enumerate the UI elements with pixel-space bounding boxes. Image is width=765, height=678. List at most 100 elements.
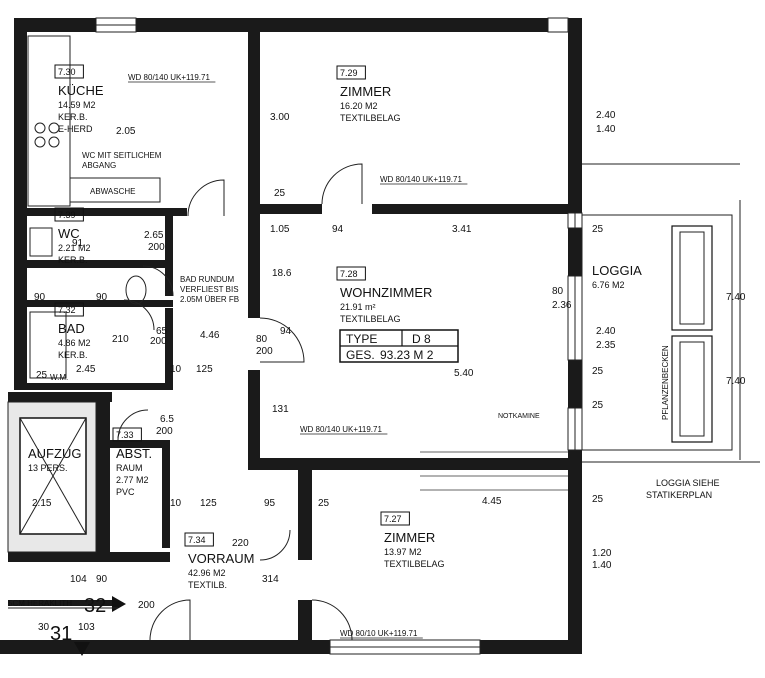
room-number-box [380, 511, 410, 526]
room-detail: RAUM [116, 463, 143, 473]
dimension-label: 18.6 [272, 268, 292, 279]
dimension-label: 200 [150, 336, 167, 347]
ges-value: 93.23 M 2 [380, 348, 434, 362]
dimension-label: 10 [170, 364, 182, 375]
room-detail: 14.59 M2 [58, 100, 96, 110]
room-number-box [54, 302, 84, 317]
dimension-label: 2.65 [144, 230, 164, 241]
bad-note-2: VERFLIEST BIS [180, 285, 239, 294]
wall-top [14, 18, 582, 32]
room-detail: TEXTILBELAG [340, 113, 401, 123]
dimension-label: 95 [264, 498, 276, 509]
dimension-label: 1.40 [596, 124, 616, 135]
room-detail: 42.96 M2 [188, 568, 226, 578]
dimension-label: 6.5 [160, 414, 174, 425]
dimension-label: 3.00 [270, 112, 290, 123]
room-name: VORRAUM [188, 551, 254, 566]
dimension-label: 7.40 [726, 292, 746, 303]
dimension-label: 65 [156, 326, 168, 337]
room-detail: 21.91 m² [340, 302, 376, 312]
type-label: TYPE [346, 332, 377, 346]
room-detail: 2.21 M2 [58, 243, 91, 253]
dimension-label: 80 [256, 334, 268, 345]
dimension-label: 2.40 [596, 326, 616, 337]
dimension-label: 131 [272, 404, 289, 415]
room-detail: 13 PERS. [28, 463, 68, 473]
dimension-label: 2.40 [596, 110, 616, 121]
window-label: WD 80/10 UK+119.71 [340, 629, 418, 638]
dimension-label: 30 [38, 622, 50, 633]
room-detail: TEXTILB. [188, 580, 227, 590]
room-number: 7.27 [384, 514, 402, 524]
dimension-label: 25 [592, 224, 604, 235]
dimension-label: 220 [232, 538, 249, 549]
room-number-box [54, 207, 84, 222]
dimension-label: 90 [96, 574, 108, 585]
room-number: 7.32 [58, 305, 76, 315]
dimension-label: 25 [274, 188, 286, 199]
stair-arrows [8, 596, 126, 656]
dimension-label: 10 [170, 498, 182, 509]
dimension-label: 25 [318, 498, 330, 509]
room-detail: 2.77 M2 [116, 475, 149, 485]
room-detail: 4.86 M2 [58, 338, 91, 348]
dimension-label: 1.05 [270, 224, 290, 235]
room-number: 7.34 [188, 535, 206, 545]
dimension-label: 5.40 [454, 368, 474, 379]
dimension-label: 200 [148, 242, 165, 253]
dimension-label: 25 [592, 494, 604, 505]
room-detail: 16.20 M2 [340, 101, 378, 111]
notkamine-hatch [420, 451, 568, 491]
wc-note-1: WC MIT SEITLICHEM [82, 151, 162, 160]
dimension-label: 200 [156, 426, 173, 437]
bad-note-1: BAD RUNDUM [180, 275, 235, 284]
dimension-label: 80 [552, 286, 564, 297]
stair-label-upper: 32 [84, 595, 106, 617]
wc-note-2: ABGANG [82, 161, 116, 170]
dimension-label: 7.40 [726, 376, 746, 387]
dimension-label: 125 [196, 364, 213, 375]
dimension-label: 2.35 [596, 340, 616, 351]
room-name: WOHNZIMMER [340, 285, 432, 300]
type-value: D 8 [412, 332, 431, 346]
dimension-label: 2.36 [552, 300, 572, 311]
wall-right [568, 18, 582, 213]
loggia-siehe-1: LOGGIA SIEHE [656, 478, 720, 488]
room-name: ZIMMER [384, 530, 435, 545]
annotations: WC MIT SEITLICHEM ABGANG ABWASCHE BAD RU… [8, 151, 720, 645]
room-number-box [112, 427, 142, 442]
room-name: ZIMMER [340, 84, 391, 99]
room-detail: 13.97 M2 [384, 547, 422, 557]
room-name: KÜCHE [58, 83, 104, 98]
dimension-label: 103 [78, 622, 95, 633]
room-detail: TEXTILBELAG [384, 559, 445, 569]
room-detail: E-HERD [58, 124, 93, 134]
wm-label: W.M. [50, 373, 68, 382]
room-number-box [336, 65, 366, 80]
room-name: WC [58, 226, 80, 241]
dimension-label: 1.40 [592, 560, 612, 571]
bath-fixtures [29, 227, 147, 379]
windows [95, 17, 583, 655]
dimension-label: 4.45 [482, 496, 502, 507]
room-detail: TEXTILBELAG [340, 314, 401, 324]
room-detail: KER.B. [58, 350, 88, 360]
room-number: 7.30 [58, 67, 76, 77]
dimension-label: 25 [36, 370, 48, 381]
door-swings [117, 163, 363, 641]
room-number: 7.29 [340, 68, 358, 78]
room-number-box [54, 64, 84, 79]
dimension-label: 25 [592, 366, 604, 377]
kitchen-counter [27, 35, 161, 207]
dimension-label: 91 [72, 238, 84, 249]
